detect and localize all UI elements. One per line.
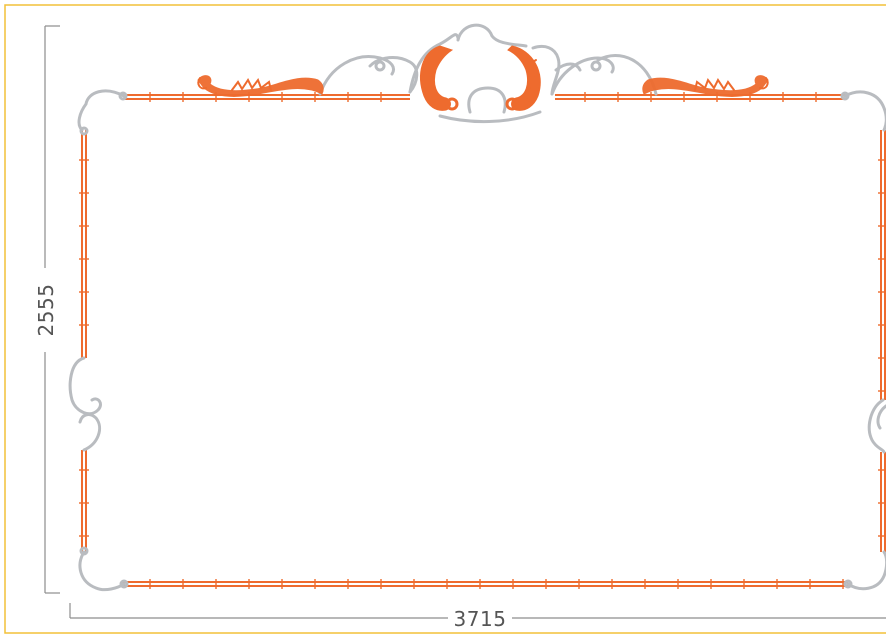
- moulding-rails: [81, 94, 886, 587]
- height-dimension: [44, 25, 60, 594]
- rail-ticks: [79, 92, 886, 589]
- height-label: 2555: [34, 284, 58, 337]
- canvas-border: [4, 4, 886, 634]
- width-dimension: [69, 603, 886, 619]
- width-label: 3715: [454, 607, 507, 631]
- grey-scroll-frame: [68, 23, 886, 592]
- orange-acanthus: [197, 45, 769, 111]
